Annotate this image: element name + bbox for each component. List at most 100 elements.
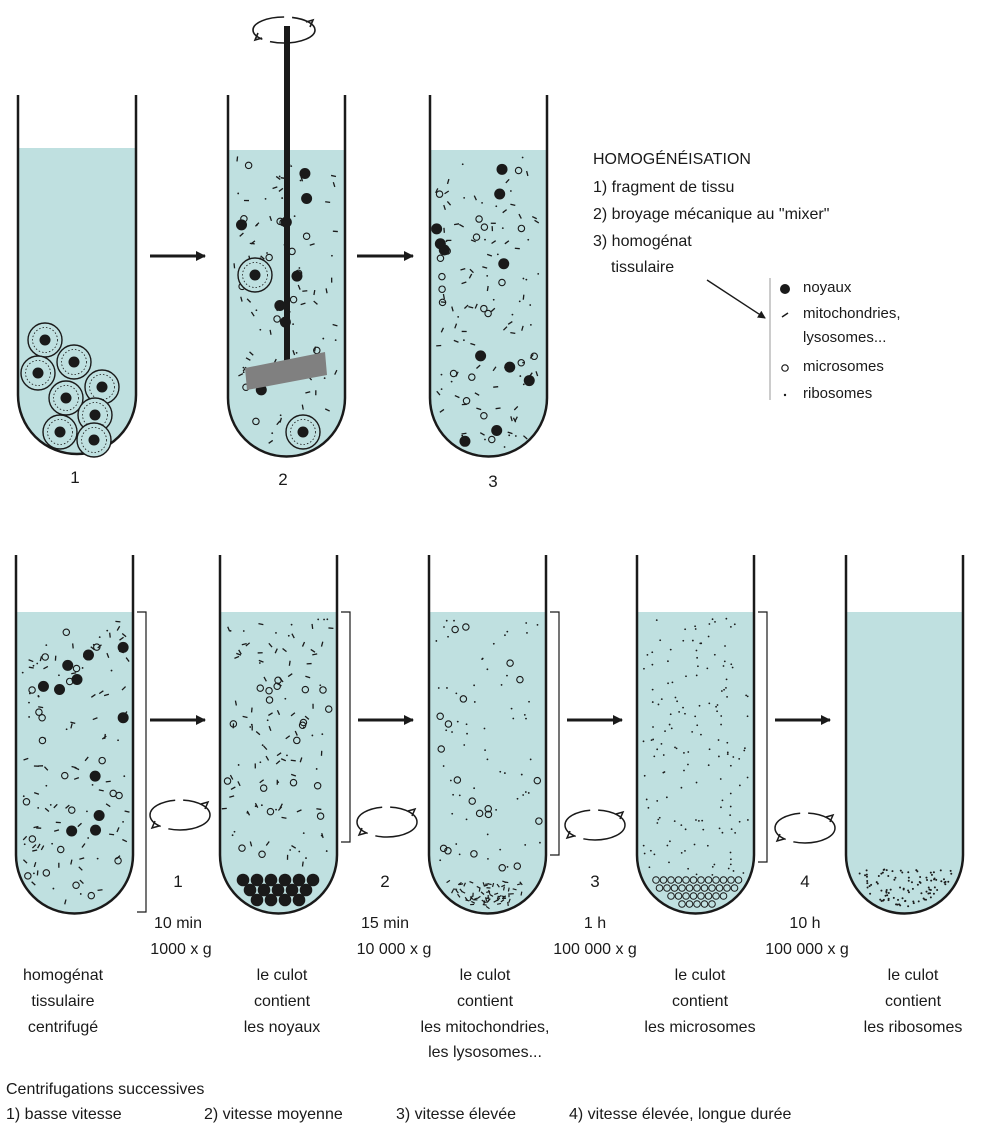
caption-line: tissulaire [31,992,94,1012]
ribosome [944,883,946,885]
mitochondrion [504,882,508,883]
ribosome [271,432,273,434]
ribosome [504,367,506,369]
ribosome [866,869,868,871]
ribosome [529,304,531,306]
caption-line: le culot [888,966,939,986]
ribosome [23,795,25,797]
ribosome [539,842,541,844]
ribosome [888,899,890,901]
mitochondrion [289,661,290,666]
ribosome [929,892,931,894]
ribosome [463,197,465,199]
ribosome [715,706,717,708]
ribosome [730,852,732,854]
ribosome [666,845,668,847]
ribosome [243,630,245,632]
ribosome [683,752,685,754]
ribosome [707,845,709,847]
ribosome [83,656,85,658]
ribosome [502,227,504,229]
step-duration: 10 min [154,914,202,934]
ribosome [255,805,257,807]
ribosome [717,704,719,706]
ribosome [290,165,292,167]
ribosome [649,866,651,868]
ribosome [22,672,24,674]
ribosome [92,784,94,786]
ribosome [530,759,532,761]
ribosome [246,812,248,814]
ribosome [523,383,525,385]
ribosome [667,682,669,684]
ribosome [696,675,698,677]
ribosome [87,837,89,839]
ribosome [484,439,486,441]
ribosome [730,765,732,767]
ribosome [519,300,521,302]
ribosome [646,799,648,801]
rotation-arrow-icon [775,813,835,843]
ribosome [259,329,261,331]
mitochondrion [443,294,444,299]
ribosome [708,764,710,766]
ribosome [696,650,698,652]
ribosome [723,665,725,667]
ribosome [671,727,673,729]
ribosome [700,734,702,736]
ribosome [261,804,263,806]
tube-centri-3 [429,555,546,914]
ribosome [907,905,909,907]
ribosome [288,635,290,637]
ribosome [902,897,904,899]
ribosome [899,904,901,906]
ribosome [924,899,926,901]
ribosome [462,163,464,165]
ribosome [713,864,715,866]
ribosome [666,796,668,798]
ribosome [696,873,698,875]
ribosome [730,626,732,628]
nucleus [498,258,509,269]
ribosome [652,701,654,703]
ribosome [745,694,747,696]
ribosome [50,804,52,806]
ribosome [484,728,486,730]
ribosome [280,414,282,416]
ribosome [908,877,910,879]
ribosome [722,832,724,834]
ribosome [99,636,101,638]
footer-item: 4) vitesse élevée, longue durée [569,1105,791,1125]
ribosome [238,764,240,766]
ribosome [33,872,35,874]
ribosome [728,868,730,870]
ribosome [891,870,893,872]
ribosome [908,891,910,893]
ribosome [676,700,678,702]
nucleus [475,350,486,361]
ribosome [864,874,866,876]
ribosome [701,820,703,822]
ribosome [230,630,232,632]
ribosome [940,869,942,871]
ribosome [267,719,269,721]
ribosome [497,253,499,255]
step-duration: 10 h [789,914,820,934]
ribosome [943,878,945,880]
ribosome [303,726,305,728]
ribosome [656,800,658,802]
ribosome [441,374,443,376]
ribosome [506,675,508,677]
ribosome [684,628,686,630]
ribosome [463,744,465,746]
caption-line: les lysosomes... [428,1043,542,1063]
ribosome [723,689,725,691]
ribosome [691,731,693,733]
ribosome [739,785,741,787]
caption-line: le culot [460,966,511,986]
ribosome [28,702,30,704]
ribosome [899,886,901,888]
ribosome [886,894,888,896]
ribosome [487,758,489,760]
ribosome [484,749,486,751]
